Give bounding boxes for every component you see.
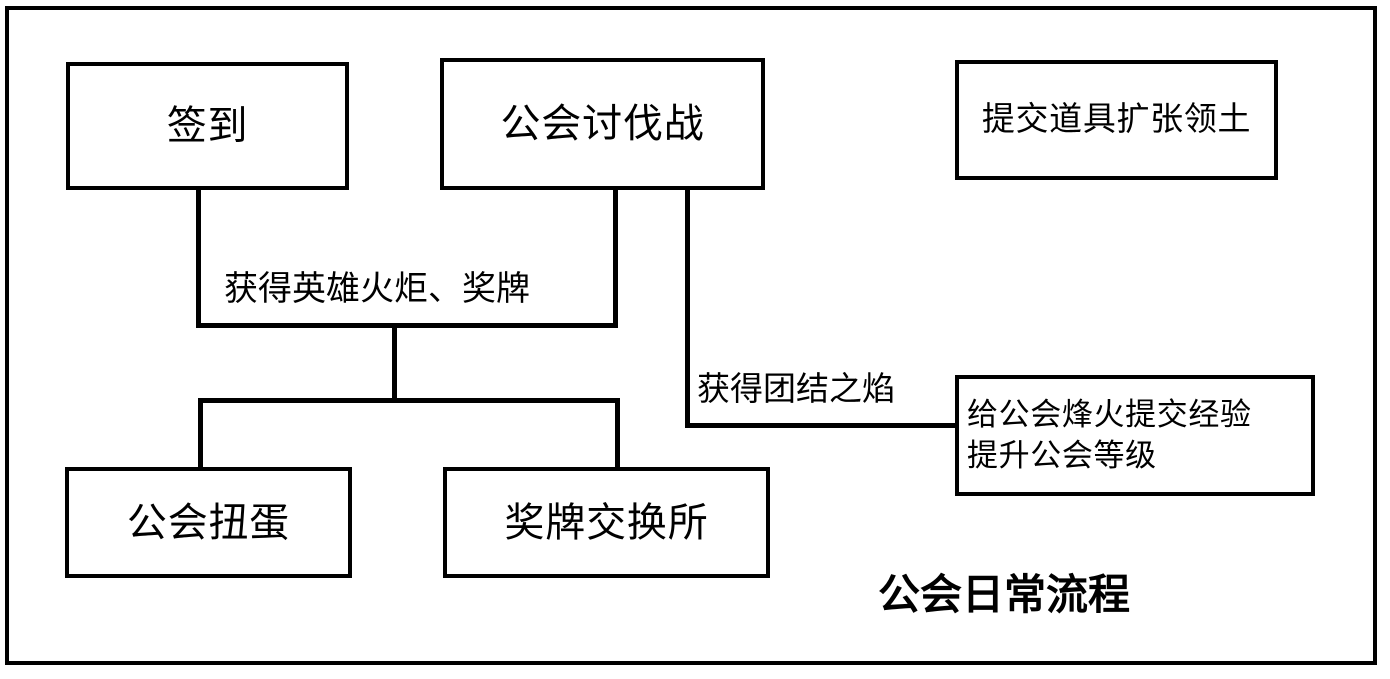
node-submit-items-expand-territory-label: 提交道具扩张领土 bbox=[981, 101, 1252, 138]
connector-reward-junction-bar bbox=[196, 323, 618, 328]
node-guild-beacon-experience[interactable]: 给公会烽火提交经验 提升公会等级 bbox=[955, 375, 1315, 496]
node-guild-raid[interactable]: 公会讨伐战 bbox=[440, 58, 765, 190]
node-guild-raid-label: 公会讨伐战 bbox=[500, 101, 705, 147]
connector-raid-to-reward-bar bbox=[613, 188, 618, 328]
node-checkin-label: 签到 bbox=[166, 103, 249, 149]
node-guild-gacha[interactable]: 公会扭蛋 bbox=[65, 467, 352, 578]
connector-split-bar bbox=[198, 398, 620, 403]
node-medal-exchange[interactable]: 奖牌交换所 bbox=[443, 467, 770, 578]
diagram-caption: 公会日常流程 bbox=[878, 573, 1131, 619]
node-guild-gacha-label: 公会扭蛋 bbox=[126, 499, 291, 545]
diagram-outer-border bbox=[5, 6, 1377, 665]
connector-raid-to-guildfire bbox=[685, 188, 690, 428]
node-checkin[interactable]: 签到 bbox=[66, 62, 349, 190]
node-submit-items-expand-territory[interactable]: 提交道具扩张领土 bbox=[955, 60, 1278, 180]
node-medal-exchange-label: 奖牌交换所 bbox=[504, 499, 709, 545]
connector-drop-to-medal bbox=[615, 398, 620, 470]
connector-drop-to-gacha bbox=[198, 398, 203, 470]
connector-unity-horizontal bbox=[685, 423, 959, 428]
edge-label-unity: 获得团结之焰 bbox=[697, 372, 895, 408]
connector-checkin-to-reward-bar bbox=[196, 188, 201, 328]
edge-label-reward: 获得英雄火炬、奖牌 bbox=[224, 271, 530, 308]
node-guild-beacon-experience-label: 给公会烽火提交经验 提升公会等级 bbox=[967, 397, 1252, 473]
connector-reward-center-stem bbox=[392, 323, 397, 403]
